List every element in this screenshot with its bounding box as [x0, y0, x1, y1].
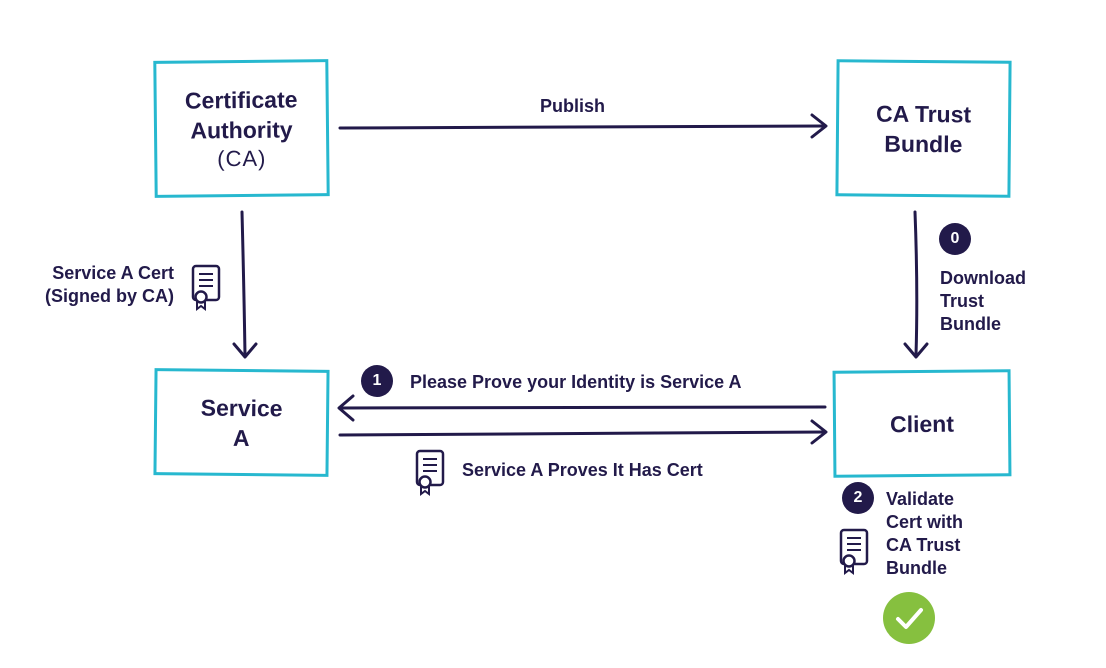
certificate-authority-box: Certificate Authority (CA) — [153, 59, 330, 198]
step-0-badge: 0 — [939, 223, 971, 255]
service-a-title: Service A — [200, 394, 283, 451]
certificate-icon — [415, 449, 445, 496]
ca-trust-bundle-title: CA Trust Bundle — [876, 100, 972, 157]
certificate-icon — [839, 528, 869, 575]
step-2-badge: 2 — [842, 482, 874, 514]
certificate-icon — [191, 264, 221, 311]
prove-response-label: Service A Proves It Has Cert — [462, 460, 703, 480]
service-a-cert-label: Service A Cert (Signed by CA) — [45, 263, 174, 306]
service-a-box: Service A — [153, 368, 330, 477]
certificate-authority-title: Certificate Authority — [184, 85, 298, 144]
certificate-authority-subtitle: (CA) — [217, 145, 267, 171]
check-icon — [883, 592, 935, 644]
validate-label: Validate Cert with CA Trust Bundle — [886, 489, 964, 578]
prove-response-arrow — [338, 419, 828, 445]
download-bundle-arrow — [903, 210, 929, 359]
publish-arrow — [338, 113, 828, 139]
client-box: Client — [832, 369, 1012, 478]
prove-request-arrow — [337, 394, 827, 422]
publish-label: Publish — [540, 96, 606, 116]
issue-cert-arrow — [232, 210, 258, 359]
checkmark-glyph — [896, 608, 923, 629]
ca-trust-bundle-box: CA Trust Bundle — [835, 59, 1012, 198]
prove-request-label: Please Prove your Identity is Service A — [410, 372, 742, 392]
download-label: Download Trust Bundle — [940, 268, 1026, 334]
step-1-badge: 1 — [361, 365, 393, 397]
client-title: Client — [889, 410, 955, 437]
